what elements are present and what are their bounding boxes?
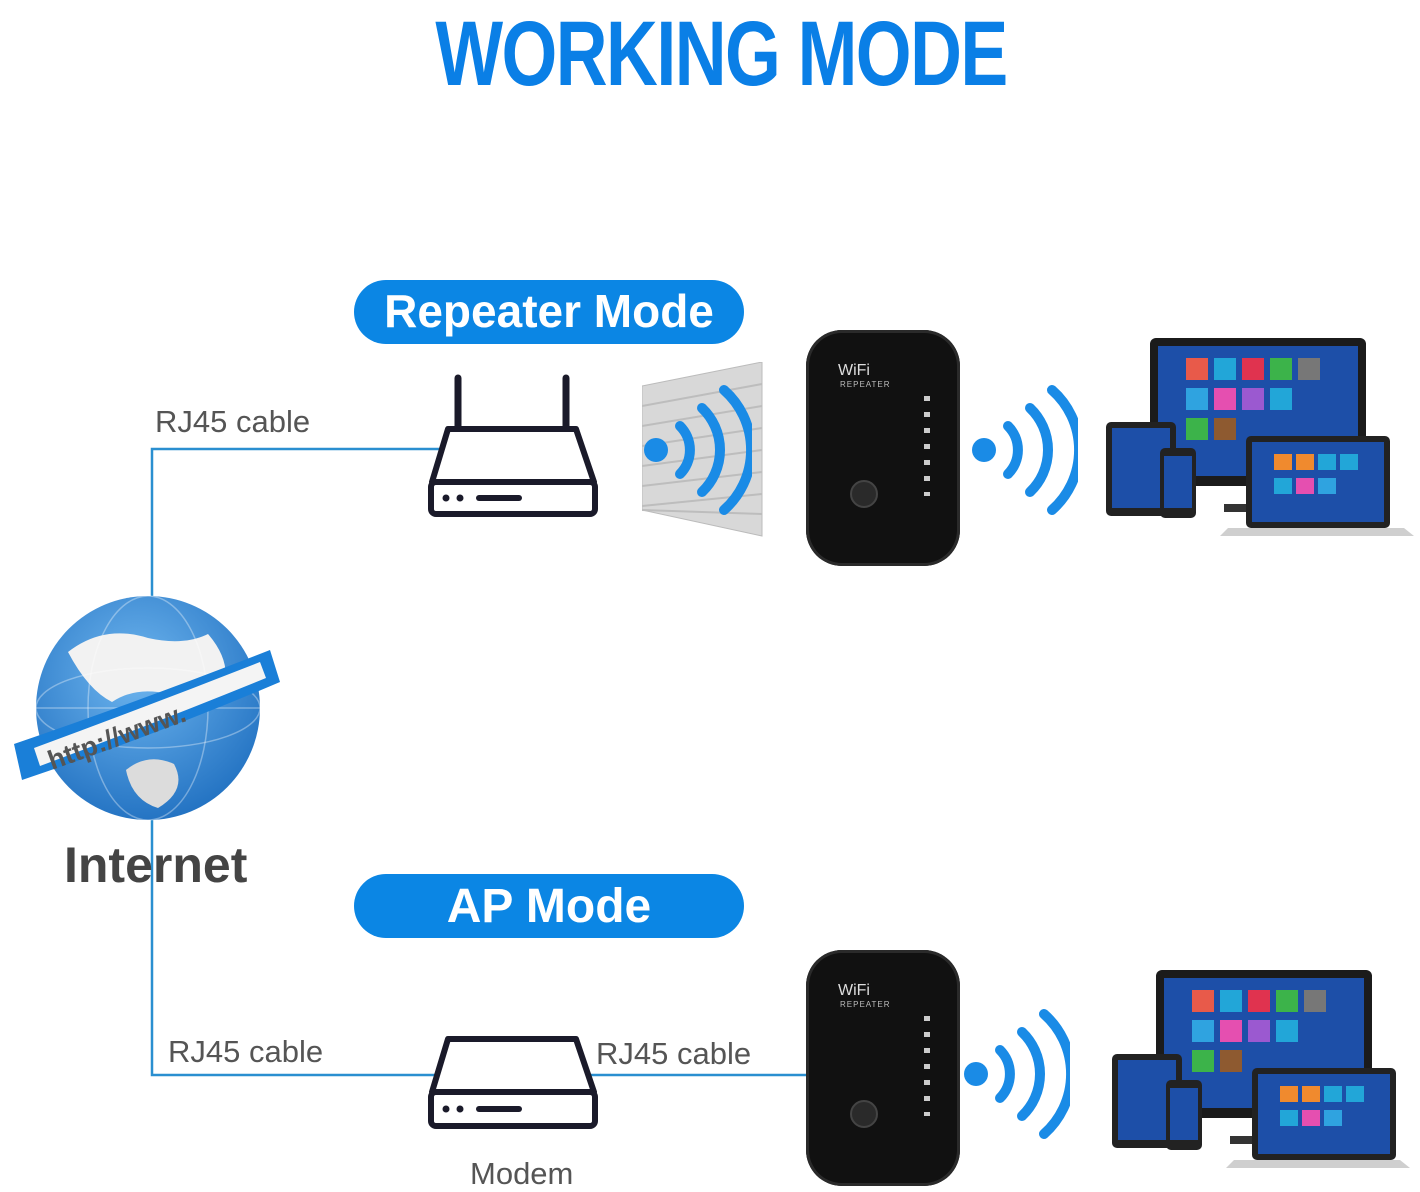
ap-mode-pill: AP Mode (354, 874, 744, 938)
devices-icon (1106, 338, 1414, 536)
wifi-signal-icon (964, 1009, 1070, 1139)
globe-icon: http://www. (14, 595, 280, 821)
rj45-cable-label-ap-left: RJ45 cable (168, 1034, 324, 1069)
modem-icon (428, 1036, 598, 1129)
wifi-signal-icon (644, 385, 752, 515)
wps-button (850, 1100, 878, 1128)
extender-logo: WiFi (838, 362, 870, 379)
internet-label: Internet (64, 837, 248, 893)
led-indicators (924, 396, 930, 496)
repeater-mode-pill: Repeater Mode (354, 280, 744, 344)
rj45-cable-label-ap-right: RJ45 cable (596, 1036, 752, 1071)
router-icon (428, 374, 598, 517)
wifi-extender-icon: WiFi REPEATER (806, 330, 960, 566)
extender-sub-label: REPEATER (840, 1000, 891, 1009)
modem-label: Modem (470, 1156, 574, 1191)
wifi-signal-icon (972, 385, 1078, 515)
wifi-extender-icon: WiFi REPEATER (806, 950, 960, 1186)
extender-sub-label: REPEATER (840, 380, 891, 389)
led-indicators (924, 1016, 930, 1116)
devices-icon (1112, 970, 1410, 1168)
page-title: WORKING MODE (435, 3, 1008, 105)
extender-logo: WiFi (838, 982, 870, 999)
wps-button (850, 480, 878, 508)
rj45-cable-label-repeater: RJ45 cable (155, 404, 311, 439)
